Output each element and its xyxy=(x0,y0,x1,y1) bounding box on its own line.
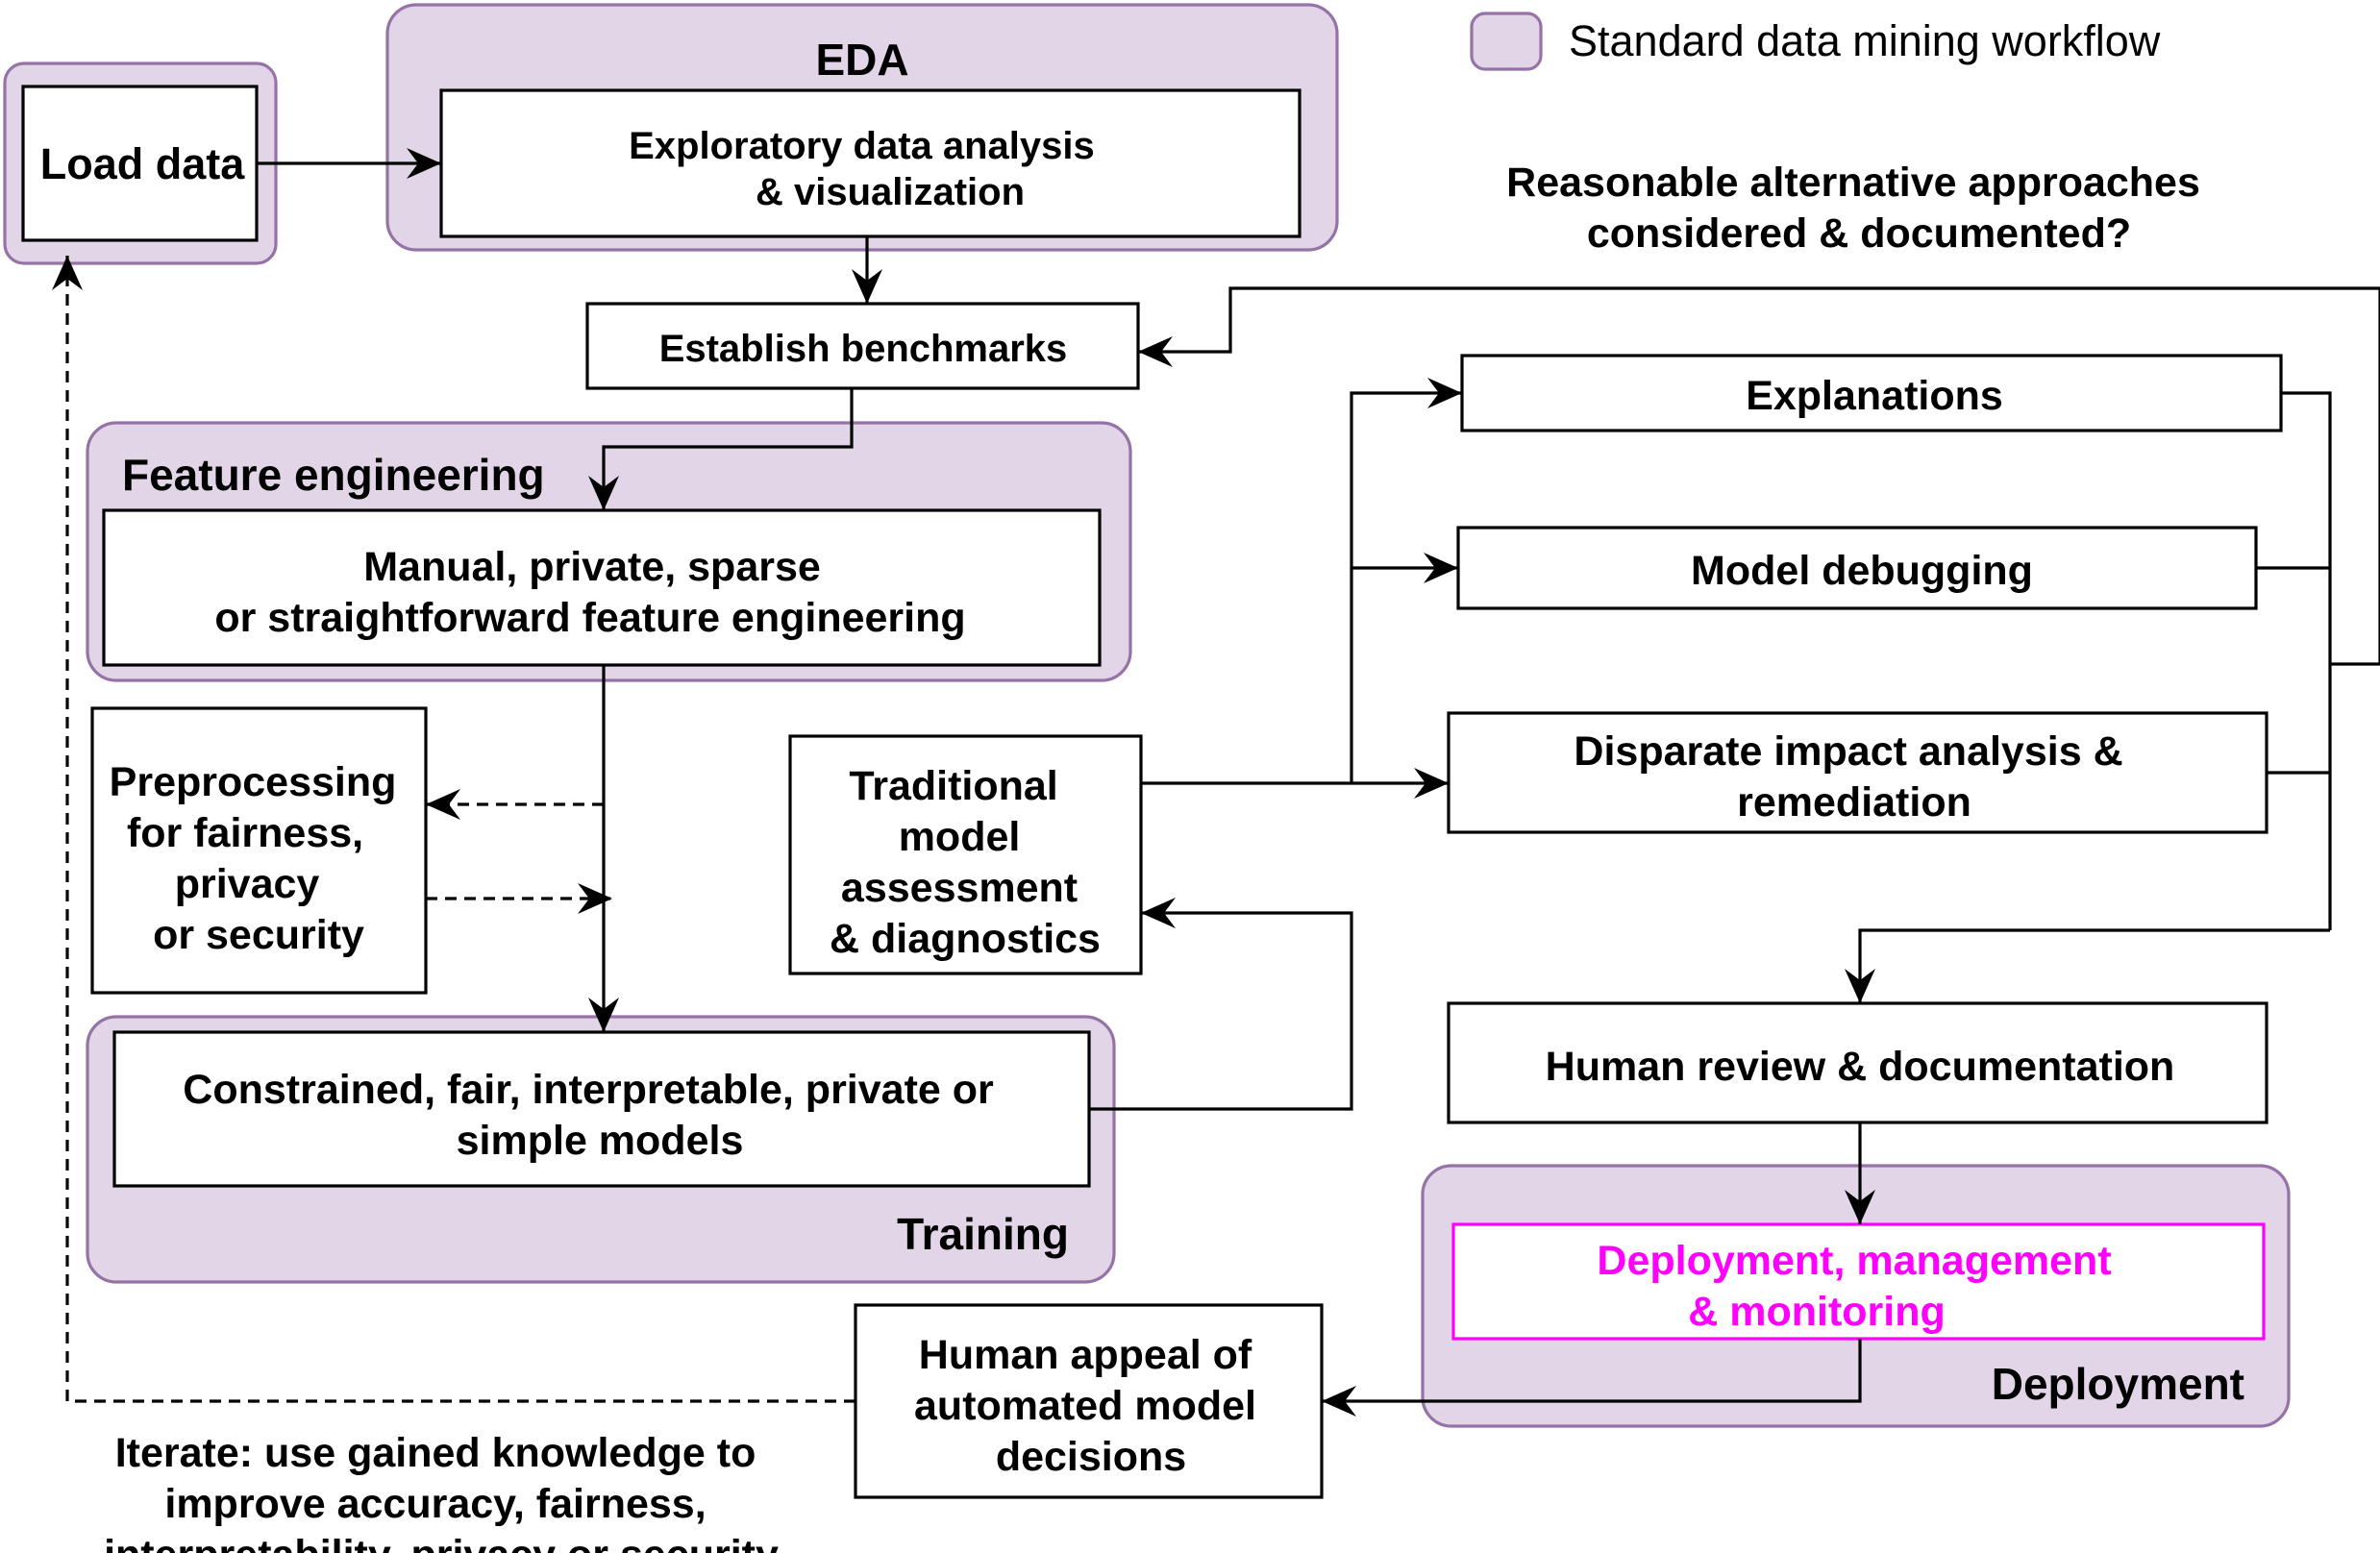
eda-box xyxy=(439,88,1302,238)
traditional-assessment-label-line: model xyxy=(899,814,1021,860)
human-appeal-label-line: automated model xyxy=(914,1383,1256,1429)
training-box-label: Constrained, fair, interpretable, privat… xyxy=(183,1067,1004,1164)
feature-box-label: Manual, private, sparse or straightforwa… xyxy=(214,544,965,641)
model-debugging-label-line: Model debugging xyxy=(1691,548,2033,594)
disparate-impact-label-line: remediation xyxy=(1737,779,1971,826)
feature-engineering-box xyxy=(102,508,1102,667)
iterate-annotation-line: interpretability, privacy or security xyxy=(104,1532,779,1553)
disparate-impact-box xyxy=(1447,711,2268,834)
legend: Standard data mining workflow xyxy=(1470,12,2161,71)
preprocessing-label-line: or security xyxy=(153,912,364,958)
traditional-assessment-label: Traditional model assessment & diagnosti… xyxy=(830,763,1101,962)
deployment-box-label-line: & monitoring xyxy=(1688,1289,1946,1335)
alternatives-feedback-arrow xyxy=(1138,286,2380,666)
training-to-assessment-arrow xyxy=(1089,898,1353,1111)
model-debugging-label: Model debugging xyxy=(1691,548,2033,594)
benchmarks-label-line: Establish benchmarks xyxy=(659,328,1068,370)
deployment-group-title: Deployment xyxy=(1992,1359,2244,1409)
traditional-assessment-label-line: Traditional xyxy=(849,763,1057,809)
eda-box-label: Exploratory data analysis & visualizatio… xyxy=(629,125,1105,213)
human-review-label: Human review & documentation xyxy=(1546,1044,2175,1090)
preprocessing-label-line: Preprocessing xyxy=(110,759,397,805)
training-box-label-line: Constrained, fair, interpretable, privat… xyxy=(183,1067,994,1113)
preprocessing-box xyxy=(90,706,428,995)
deployment-to-appeal-arrow xyxy=(1322,1339,1862,1417)
disparate-impact-label-line: Disparate impact analysis & xyxy=(1574,728,2122,775)
human-review-box xyxy=(1447,1001,2268,1124)
preprocessing-label-line: for fairness, xyxy=(127,810,363,856)
deployment-box xyxy=(1451,1222,2266,1341)
iterate-annotation-line: improve accuracy, fairness, xyxy=(164,1481,706,1527)
preprocessing-label-line: privacy xyxy=(175,861,320,907)
assessment-to-explanations-arrow xyxy=(1350,378,1462,783)
training-box xyxy=(112,1030,1091,1188)
feature-box-label-line: or straightforward feature engineering xyxy=(214,595,965,641)
load-data-box xyxy=(21,85,259,242)
traditional-assessment-label-line: assessment xyxy=(841,865,1078,911)
eda-box-label-line: & visualization xyxy=(756,171,1025,213)
human-appeal-label-line: decisions xyxy=(996,1434,1186,1480)
eda-box-label-line: Exploratory data analysis xyxy=(629,125,1095,167)
legend-label: Standard data mining workflow xyxy=(1569,16,2161,65)
benchmarks-to-features-arrow xyxy=(588,388,854,510)
alternatives-annotation: Reasonable alternative approaches consid… xyxy=(1506,160,2212,257)
human-review-label-line: Human review & documentation xyxy=(1546,1044,2175,1090)
human-appeal-label: Human appeal of automated model decision… xyxy=(914,1332,1268,1480)
connectors xyxy=(52,148,2380,1417)
benchmarks-label: Establish benchmarks xyxy=(659,328,1068,370)
disparate-impact-label: Disparate impact analysis & remediation xyxy=(1574,728,2134,826)
training-group-title: Training xyxy=(897,1209,1069,1259)
explanations-box xyxy=(1460,354,2283,432)
training-box-label-line: simple models xyxy=(457,1118,744,1164)
explanations-label-line: Explanations xyxy=(1746,373,2003,419)
deployment-box-label: Deployment, management & monitoring xyxy=(1597,1238,2122,1335)
traditional-assessment-label-line: & diagnostics xyxy=(830,916,1101,962)
load-data-label-line: Load data xyxy=(40,139,245,188)
preprocessing-label: Preprocessing for fairness, privacy or s… xyxy=(110,759,409,958)
alternatives-annotation-line: considered & documented? xyxy=(1587,210,2131,257)
explanations-out-line xyxy=(2281,391,2332,930)
iterate-annotation-line: Iterate: use gained knowledge to xyxy=(115,1430,756,1476)
traditional-assessment-box xyxy=(788,734,1143,975)
alternatives-annotation-line: Reasonable alternative approaches xyxy=(1506,160,2200,206)
to-human-review-arrow xyxy=(1845,928,2330,1003)
model-debugging-box xyxy=(1456,526,2258,610)
deployment-box-label-line: Deployment, management xyxy=(1597,1238,2111,1284)
feature-engineering-group-title: Feature engineering xyxy=(122,450,545,500)
load-data-label: Load data xyxy=(40,139,245,188)
iterate-dashed-arrow xyxy=(52,256,855,1403)
feature-box-label-line: Manual, private, sparse xyxy=(363,544,821,590)
benchmarks-box xyxy=(585,302,1140,390)
iterate-annotation: Iterate: use gained knowledge to improve… xyxy=(104,1430,779,1553)
legend-swatch xyxy=(1470,12,1543,71)
human-appeal-label-line: Human appeal of xyxy=(919,1332,1252,1378)
explanations-label: Explanations xyxy=(1746,373,2003,419)
eda-group-title: EDA xyxy=(815,35,908,85)
